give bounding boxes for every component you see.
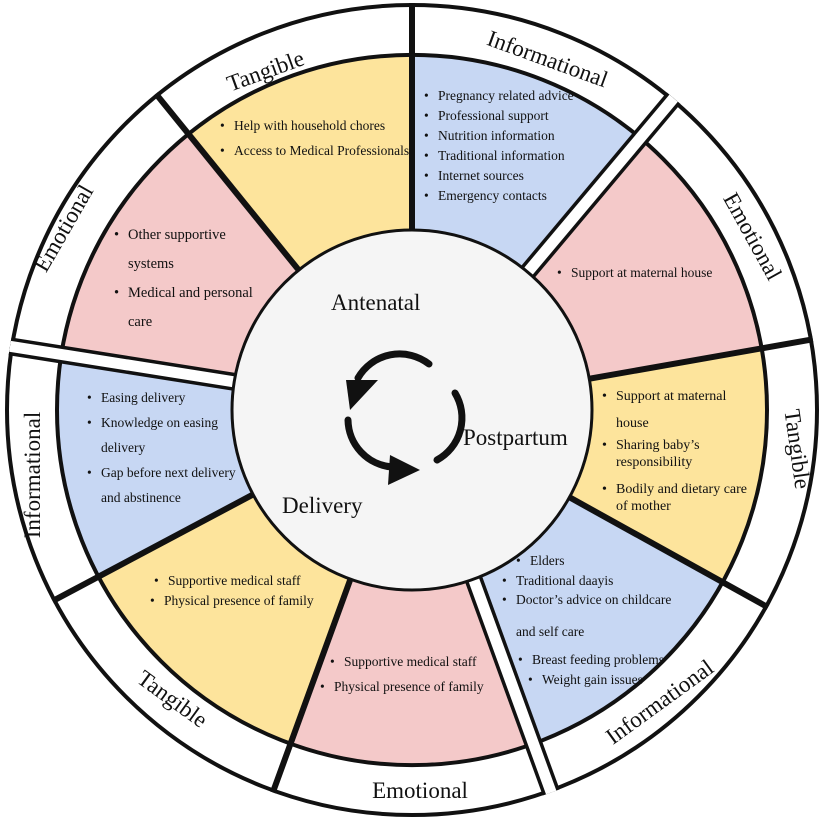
sector-fill-emotional-postpartum (527, 138, 762, 379)
list-item: Help with household chores (218, 117, 418, 134)
list-item: Gap before next delivery and abstinence (85, 460, 255, 510)
list-item: Professional support (422, 107, 622, 124)
list-item: Doctor’s advice on childcare and self ca… (500, 584, 690, 648)
sector-divider (51, 490, 257, 604)
list-item: Bodily and dietary care of mother (600, 481, 750, 515)
list-item: Internet sources (422, 167, 622, 184)
phase-divider-gap (9, 340, 238, 388)
center-circle (230, 228, 594, 592)
list-item: Support at maternal house (555, 264, 755, 281)
list-item: Emergency contacts (422, 187, 622, 204)
sector-informational-delivery: Easing deliveryKnowledge on easing deliv… (85, 385, 255, 510)
sector-emotional-antenatal: Other supportive systemsMedical and pers… (112, 221, 262, 337)
ring-label-informational-delivery: Informational (20, 412, 45, 538)
list-item: Traditional information (422, 147, 622, 164)
phase-label-antenatal: Antenatal (331, 290, 421, 315)
ring-label-emotional-delivery: Emotional (372, 778, 468, 803)
phase-label-delivery: Delivery (282, 493, 363, 518)
cycle-arrows-icon (344, 350, 466, 485)
list-item: Other supportive systems (112, 221, 262, 279)
outer-label-ring (5, 3, 820, 817)
sector-tangible-postpartum: Support at maternal houseSharing baby’s … (600, 383, 750, 525)
sector-fill-tangible-delivery (98, 494, 351, 744)
phase-label-postpartum: Postpartum (463, 425, 568, 450)
list-item: Pregnancy related advice (422, 87, 622, 104)
sector-tangible-delivery: Supportive medical staffPhysical presenc… (148, 572, 348, 612)
list-item: Knowledge on easing delivery (85, 410, 255, 460)
sector-divider (586, 336, 814, 383)
list-item: Physical presence of family (148, 592, 348, 609)
phase-divider-gap (522, 94, 678, 278)
list-item: Weight gain issues (526, 671, 690, 688)
sector-tangible-antenatal: Help with household choresAccess to Medi… (218, 117, 418, 167)
sector-fill-tangible-antenatal (188, 55, 412, 271)
list-item: Supportive medical staff (328, 653, 518, 670)
sector-divider (153, 91, 303, 274)
sector-fill-emotional-delivery (290, 579, 534, 765)
list-item: Easing delivery (85, 385, 255, 410)
list-item: Nutrition information (422, 127, 622, 144)
list-item: Physical presence of family (318, 678, 518, 695)
list-item: Support at maternal house (600, 383, 750, 437)
list-item: Elders (514, 552, 690, 569)
sector-informational-antenatal: Pregnancy related adviceProfessional sup… (422, 87, 622, 207)
sector-emotional-postpartum: Support at maternal house (555, 264, 755, 284)
list-item: Sharing baby’s responsibility (600, 437, 750, 471)
list-item: Medical and personal care (112, 279, 262, 337)
sector-informational-postpartum: EldersTraditional daayisDoctor’s advice … (500, 552, 690, 691)
list-item: Access to Medical Professionals (218, 142, 418, 159)
list-item: Breast feeding problems (516, 651, 690, 668)
sector-emotional-delivery: Supportive medical staffPhysical presenc… (318, 653, 518, 698)
list-item: Supportive medical staff (152, 572, 348, 589)
sector-divider (269, 576, 354, 794)
